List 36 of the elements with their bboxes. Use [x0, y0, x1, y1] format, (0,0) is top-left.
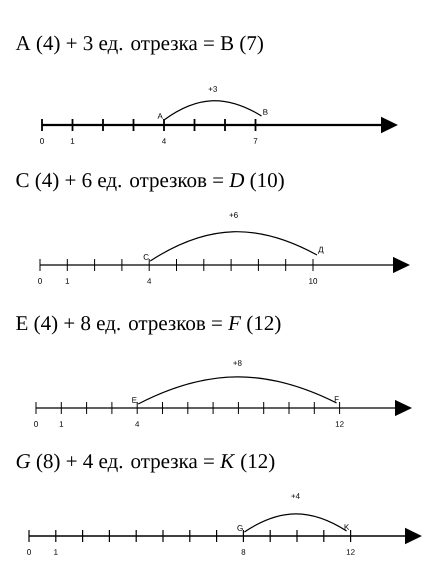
- tick-label: 7: [254, 138, 258, 144]
- point-label: Д: [318, 246, 324, 254]
- tick-label: 1: [66, 278, 70, 284]
- tick-label: 4: [147, 278, 152, 284]
- tick-label: 1: [70, 138, 74, 144]
- tick-label: 4: [162, 138, 166, 144]
- equation: G (8) + 4 ед. отрезка = K (12): [16, 453, 274, 473]
- edge-label: +8: [232, 359, 243, 367]
- equation: С (4) + 6 ед. отрезков = D (10): [16, 172, 284, 192]
- edge-label: +3: [207, 85, 218, 93]
- tick-label: 0: [38, 278, 42, 284]
- tick-label: 0: [27, 549, 31, 555]
- point-label: E: [132, 397, 137, 403]
- arc: [150, 231, 318, 262]
- tick-label: 12: [346, 549, 355, 555]
- tick-label: 0: [40, 138, 44, 144]
- point-label: A: [157, 113, 163, 119]
- arc: [138, 376, 337, 405]
- tick-label: 4: [135, 421, 140, 427]
- point-label: B: [263, 109, 268, 115]
- point-label: K: [344, 524, 350, 530]
- point-label: G: [237, 525, 243, 531]
- tick-label: 1: [54, 549, 58, 555]
- point-label: F: [334, 396, 339, 402]
- edge-label: +4: [290, 492, 302, 500]
- arc: [164, 100, 262, 120]
- equation: Е (4) + 8 ед. отрезков = F (12): [16, 315, 280, 335]
- equation: А (4) + 3 ед. отрезка = В (7): [16, 35, 263, 55]
- point-label: C: [144, 254, 149, 260]
- tick-label: 1: [60, 421, 64, 427]
- tick-label: 8: [242, 549, 246, 555]
- tick-label: 0: [34, 421, 38, 427]
- tick-label: 12: [336, 421, 344, 427]
- arc: [244, 513, 347, 533]
- edge-label: +6: [228, 211, 240, 219]
- tick-label: 10: [309, 278, 318, 284]
